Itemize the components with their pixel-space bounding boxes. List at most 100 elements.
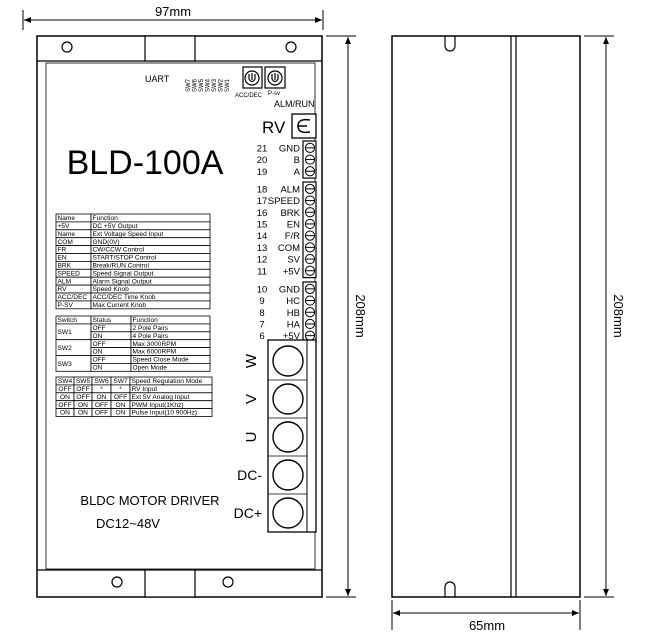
dip-switch-label: SW5 — [199, 78, 205, 92]
function-table-function: ACC/DEC Time Knob — [93, 294, 156, 301]
mode-table-cell: RV Input — [132, 386, 158, 393]
dip-switch-label: SW4 — [206, 78, 212, 92]
power-terminal-label: DC+ — [234, 505, 262, 521]
power-terminal-screw-icon[interactable] — [272, 345, 304, 377]
power-terminal-screw-icon[interactable] — [272, 459, 304, 491]
function-table-name: P-SV — [58, 302, 74, 309]
alm-run-label: ALM/RUN — [274, 99, 315, 109]
terminal-number: 17 — [257, 196, 268, 207]
terminal-block — [302, 181, 317, 279]
p-sv-knob[interactable] — [264, 66, 286, 89]
mode-table-cell: PWM Input(1Khz) — [132, 402, 184, 409]
side-view — [391, 35, 581, 598]
power-terminal-screw-icon[interactable] — [272, 383, 304, 415]
mode-table-cell: * — [100, 386, 103, 393]
function-table-name: ACC/DEC — [58, 294, 88, 301]
mode-table-cell: SW7 — [113, 378, 128, 385]
terminal-name: BRK — [280, 208, 300, 219]
terminal-number: 7 — [259, 319, 264, 330]
front-height-dimension: 208mm — [326, 35, 368, 598]
function-table-name: EN — [58, 255, 67, 262]
terminal-number: 18 — [257, 184, 268, 195]
function-table-function: START/STOP Control — [93, 255, 157, 262]
power-terminal-label: DC- — [237, 467, 262, 483]
function-table-function: Ext Voltage Speed Input — [93, 231, 164, 238]
power-terminal-screw-icon[interactable] — [272, 421, 304, 453]
function-table-function: Speed Knob — [93, 286, 130, 293]
mode-table-cell: Ext 5V Analog Input — [132, 394, 190, 401]
mode-table-cell: ON — [60, 394, 70, 401]
mount-hole-icon — [61, 41, 73, 53]
uart-label: UART — [145, 74, 170, 84]
mode-table-cell: * — [119, 386, 122, 393]
function-table-function: Alarm Signal Output — [93, 278, 152, 285]
side-width-label: 65mm — [469, 618, 505, 633]
mode-table-cell: ON — [60, 410, 70, 417]
switch-table-status: ON — [93, 349, 103, 356]
power-terminal-screw-icon[interactable] — [272, 497, 304, 529]
terminal-number: 20 — [257, 155, 268, 166]
dip-switch-label: SW3 — [212, 78, 218, 92]
switch-table-function: Max 3000RPM — [133, 341, 177, 348]
function-table-function: Break/RUN Control — [93, 263, 150, 270]
function-table-name: BRK — [58, 263, 72, 270]
side-width-dimension: 65mm — [391, 600, 581, 633]
mode-table-cell: OFF — [58, 386, 71, 393]
mount-hole-icon — [111, 576, 123, 588]
power-terminal-label: U — [243, 432, 260, 443]
switch-table-header: Status — [93, 317, 112, 324]
function-table-function: GND(0V) — [93, 239, 120, 246]
width-label: 97mm — [155, 4, 191, 19]
terminal-name: HA — [287, 319, 301, 330]
switch-table-function: Max 6000RPM — [133, 349, 177, 356]
model-name: BLD-100A — [67, 144, 224, 182]
terminal-name: GND — [279, 143, 300, 154]
terminal-number: 13 — [257, 243, 268, 254]
front-height-label: 208mm — [353, 294, 368, 337]
terminal-number: 6 — [259, 331, 264, 342]
rv-knob[interactable] — [291, 113, 317, 139]
mode-table-cell: ON — [78, 410, 88, 417]
acc-dec-knob[interactable] — [242, 66, 263, 89]
function-table-function: DC +5V Output — [93, 223, 138, 230]
terminal-name: B — [294, 155, 300, 166]
function-table-name: ALM — [58, 278, 72, 285]
switch-table-function: 4 Pole Pairs — [133, 333, 169, 340]
terminal-name: F/R — [285, 231, 300, 242]
switch-table-switch: SW2 — [58, 345, 73, 352]
terminal-number: 10 — [257, 284, 268, 295]
mode-table-cell: ON — [78, 402, 88, 409]
mode-table-cell: OFF — [76, 386, 89, 393]
mode-table-cell: SW4 — [58, 378, 73, 385]
function-table-function: CW/CCW Control — [93, 247, 145, 254]
power-terminal-label: W — [243, 353, 260, 368]
terminal-name: GND — [279, 284, 300, 295]
terminal-name: HB — [287, 308, 300, 319]
product-title: BLDC MOTOR DRIVER — [80, 493, 219, 508]
switch-table-status: OFF — [93, 325, 106, 332]
mount-hole-icon — [285, 41, 297, 53]
mode-table-cell: OFF — [58, 402, 71, 409]
terminal-name: COM — [278, 243, 300, 254]
switch-table-status: ON — [93, 365, 103, 372]
terminal-number: 21 — [257, 143, 268, 154]
switch-table-switch: SW1 — [58, 329, 73, 336]
function-table-name: FR — [58, 247, 67, 254]
function-table-name: SPEED — [58, 270, 81, 277]
terminal-number: 9 — [259, 296, 264, 307]
switch-table-function: Open Mode — [133, 365, 168, 372]
function-table-name: RV — [58, 286, 68, 293]
switch-table-function: 2 Pole Pairs — [133, 325, 169, 332]
terminal-name: +5V — [283, 331, 301, 342]
terminal-number: 12 — [257, 255, 268, 266]
switch-table-header: Switch — [58, 317, 78, 324]
side-height-label: 208mm — [611, 294, 626, 337]
product-voltage: DC12~48V — [96, 516, 160, 531]
terminal-name: A — [294, 167, 301, 178]
mount-hole-icon — [222, 576, 234, 588]
mode-table-cell: ON — [116, 402, 126, 409]
mode-table-cell: Speed Regulation Mode — [132, 378, 203, 385]
